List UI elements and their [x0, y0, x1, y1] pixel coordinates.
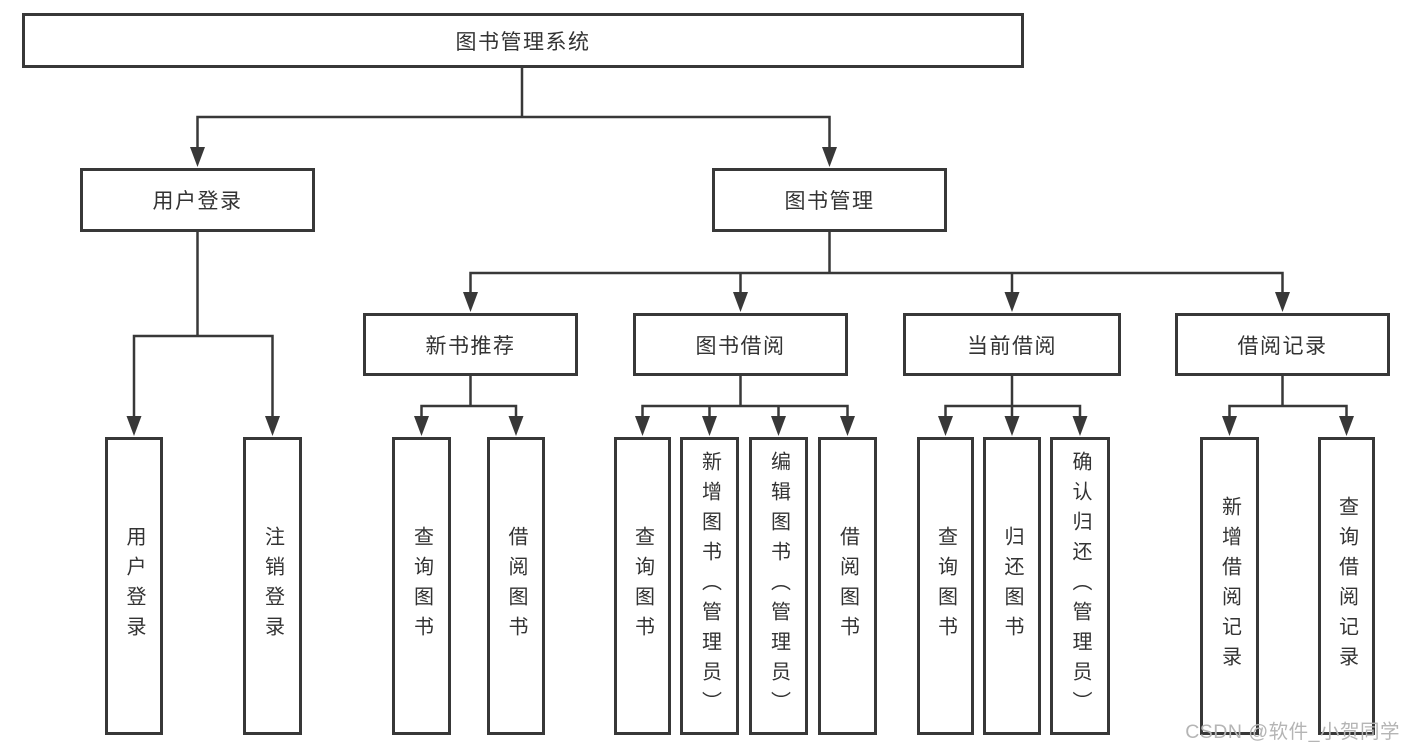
node-book-management: 图书管理 — [712, 168, 947, 232]
node-leaf-add-book-admin: 新增图书（管理员） — [680, 437, 739, 735]
node-borrow-records: 借阅记录 — [1175, 313, 1390, 376]
node-leaf-user-login: 用户登录 — [105, 437, 163, 735]
node-leaf-query-book-borrow: 查询图书 — [614, 437, 671, 735]
watermark: CSDN @软件_小贺同学 — [1185, 721, 1400, 743]
node-leaf-logout: 注销登录 — [243, 437, 302, 735]
node-book-borrow: 图书借阅 — [633, 313, 848, 376]
node-user-login: 用户登录 — [80, 168, 315, 232]
node-leaf-borrow-book-newrec: 借阅图书 — [487, 437, 545, 735]
node-leaf-query-book-newrec: 查询图书 — [392, 437, 451, 735]
node-current-borrow: 当前借阅 — [903, 313, 1121, 376]
node-root: 图书管理系统 — [22, 13, 1024, 68]
node-leaf-edit-book-admin: 编辑图书（管理员） — [749, 437, 808, 735]
node-leaf-query-book-current: 查询图书 — [917, 437, 974, 735]
node-new-book-recommend: 新书推荐 — [363, 313, 578, 376]
node-leaf-borrow-book-borrow: 借阅图书 — [818, 437, 877, 735]
node-leaf-return-book: 归还图书 — [983, 437, 1041, 735]
node-leaf-add-borrow-record: 新增借阅记录 — [1200, 437, 1259, 735]
node-leaf-confirm-return-admin: 确认归还（管理员） — [1050, 437, 1110, 735]
node-leaf-query-borrow-record: 查询借阅记录 — [1318, 437, 1375, 735]
